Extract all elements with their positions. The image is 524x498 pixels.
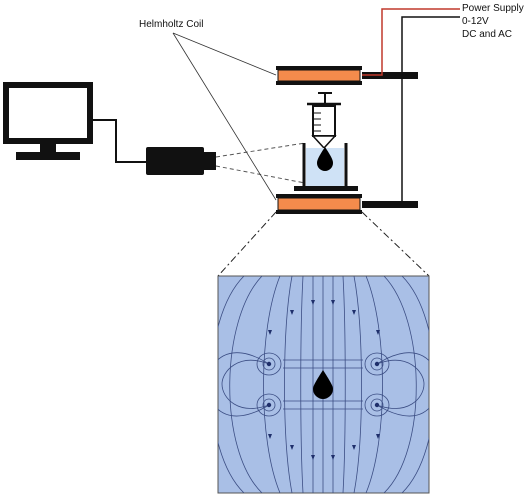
voltage-label: 0-12V — [462, 16, 489, 27]
coil-pointer-upper — [172, 32, 277, 76]
power-wire-red — [362, 8, 460, 76]
power-supply-label: Power Supply — [462, 3, 524, 14]
zoom-line-right — [361, 211, 430, 277]
upper-coil — [276, 66, 418, 85]
field-lines — [218, 276, 429, 493]
inset-droplet-icon — [313, 370, 333, 399]
current-type-label: DC and AC — [462, 29, 512, 40]
field-arrows — [268, 300, 380, 460]
monitor-icon — [3, 82, 93, 160]
field-inset — [217, 275, 430, 494]
power-wire-black — [390, 16, 460, 205]
syringe-icon — [307, 92, 341, 150]
coil-pointer-lower — [172, 32, 277, 201]
coil-label: Helmholtz Coil — [139, 19, 203, 30]
monitor-cable — [90, 119, 146, 163]
coil-wires — [266, 361, 380, 408]
camera-icon — [146, 147, 216, 175]
zoom-line-left — [217, 211, 277, 277]
camera-view-line-top — [215, 142, 306, 158]
droplet-icon — [317, 147, 333, 171]
